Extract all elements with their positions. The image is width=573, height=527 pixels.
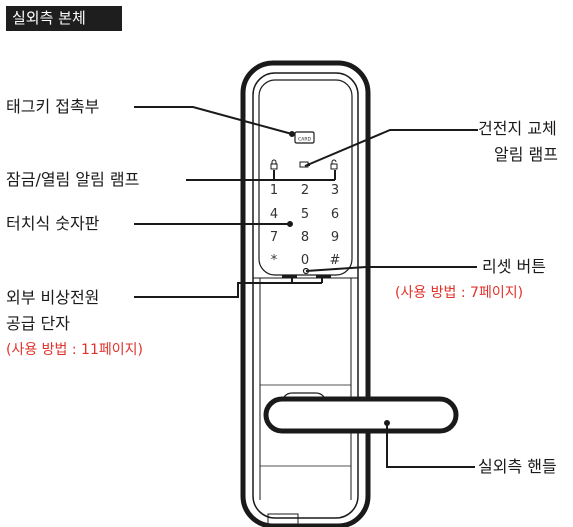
key-4: 4 bbox=[270, 207, 278, 222]
outdoor-handle bbox=[263, 396, 459, 434]
key-8: 8 bbox=[301, 230, 309, 245]
label-lock-lamp: 잠금/열림 알림 램프 bbox=[6, 170, 140, 189]
key-2: 2 bbox=[301, 183, 309, 198]
label-touch-pad: 터치식 숫자판 bbox=[6, 214, 100, 233]
label-tag-key: 태그키 접촉부 bbox=[6, 97, 100, 116]
label-battery-1: 건전지 교체 bbox=[478, 119, 557, 138]
label-external-power-1: 외부 비상전원 bbox=[6, 288, 100, 307]
key-6: 6 bbox=[331, 207, 339, 222]
front-panel bbox=[258, 79, 353, 276]
lock-body-inner bbox=[252, 72, 359, 519]
power-terminal-left bbox=[282, 275, 297, 278]
key-9: 9 bbox=[331, 230, 339, 245]
card-icon bbox=[294, 131, 315, 144]
label-battery-2: 알림 램프 bbox=[494, 145, 558, 164]
label-handle: 실외측 핸들 bbox=[478, 457, 557, 476]
card-text: CARD bbox=[298, 137, 311, 143]
key-7: 7 bbox=[270, 230, 278, 245]
label-external-power-note: (사용 방법 : 11페이지) bbox=[6, 342, 143, 358]
key-3: 3 bbox=[331, 183, 339, 198]
lock-body-outer bbox=[240, 60, 371, 527]
label-external-power-2: 공급 단자 bbox=[6, 314, 70, 333]
power-terminal-right bbox=[316, 275, 331, 278]
key-5: 5 bbox=[301, 207, 309, 222]
key-hash: # bbox=[330, 253, 341, 268]
unlock-icon bbox=[330, 159, 338, 170]
key-0: 0 bbox=[301, 253, 309, 268]
key-1: 1 bbox=[270, 183, 278, 198]
lock-icon bbox=[270, 159, 278, 170]
page-title: 실외측 본체 bbox=[6, 6, 122, 31]
label-reset: 리셋 버튼 bbox=[482, 257, 546, 276]
key-star: * bbox=[271, 253, 278, 268]
label-reset-note: (사용 방법 : 7페이지) bbox=[395, 285, 524, 301]
